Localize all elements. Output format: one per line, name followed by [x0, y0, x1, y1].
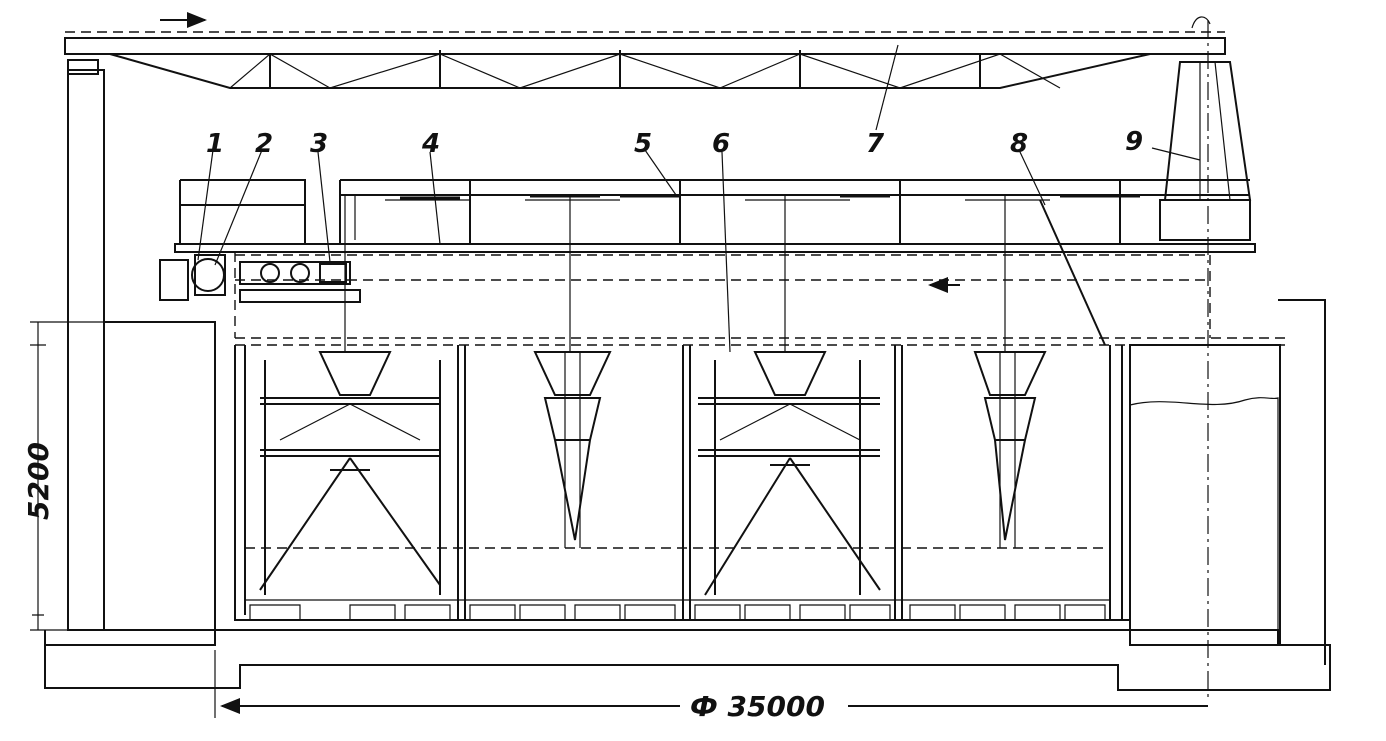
bottom-plates — [249, 604, 1106, 621]
callout-1: 1 — [206, 129, 224, 159]
callout-4: 4 — [421, 129, 440, 159]
depth-dimension-label: 5200 — [22, 442, 55, 520]
right-support-tower — [1159, 61, 1252, 241]
callout-6: 6 — [712, 129, 730, 159]
callout-3: 3 — [310, 129, 328, 159]
suction-funnel-bay-3 — [698, 351, 881, 596]
right-concrete-fill — [1129, 299, 1326, 665]
centre-axis-mark — [1191, 16, 1211, 29]
left-concrete-wall — [30, 69, 216, 631]
callout-7: 7 — [866, 129, 885, 159]
diameter-dimension-label: Ф 35000 — [690, 690, 825, 723]
suction-pipes — [344, 195, 1106, 352]
depth-dimension: 5200 — [22, 322, 55, 630]
callout-8: 8 — [1010, 129, 1028, 159]
callout-5: 5 — [634, 129, 652, 159]
callout-leaders — [197, 44, 1201, 353]
callout-9: 9 — [1125, 127, 1143, 157]
suction-funnel-bay-1 — [259, 351, 441, 595]
diameter-dimension: Ф 35000 — [214, 650, 1208, 723]
suction-funnel-bay-2 — [533, 351, 612, 548]
bottom-slab — [44, 629, 1331, 691]
walkway-platform — [174, 179, 1256, 253]
top-truss — [64, 12, 1226, 89]
callout-labels: 1 2 3 4 5 6 7 8 9 — [206, 127, 1143, 159]
callout-2: 2 — [255, 129, 273, 159]
drive-unit — [159, 254, 361, 303]
main-girder — [234, 252, 1290, 346]
suction-funnel-bay-4 — [973, 351, 1047, 548]
tank-bays — [234, 345, 1130, 621]
